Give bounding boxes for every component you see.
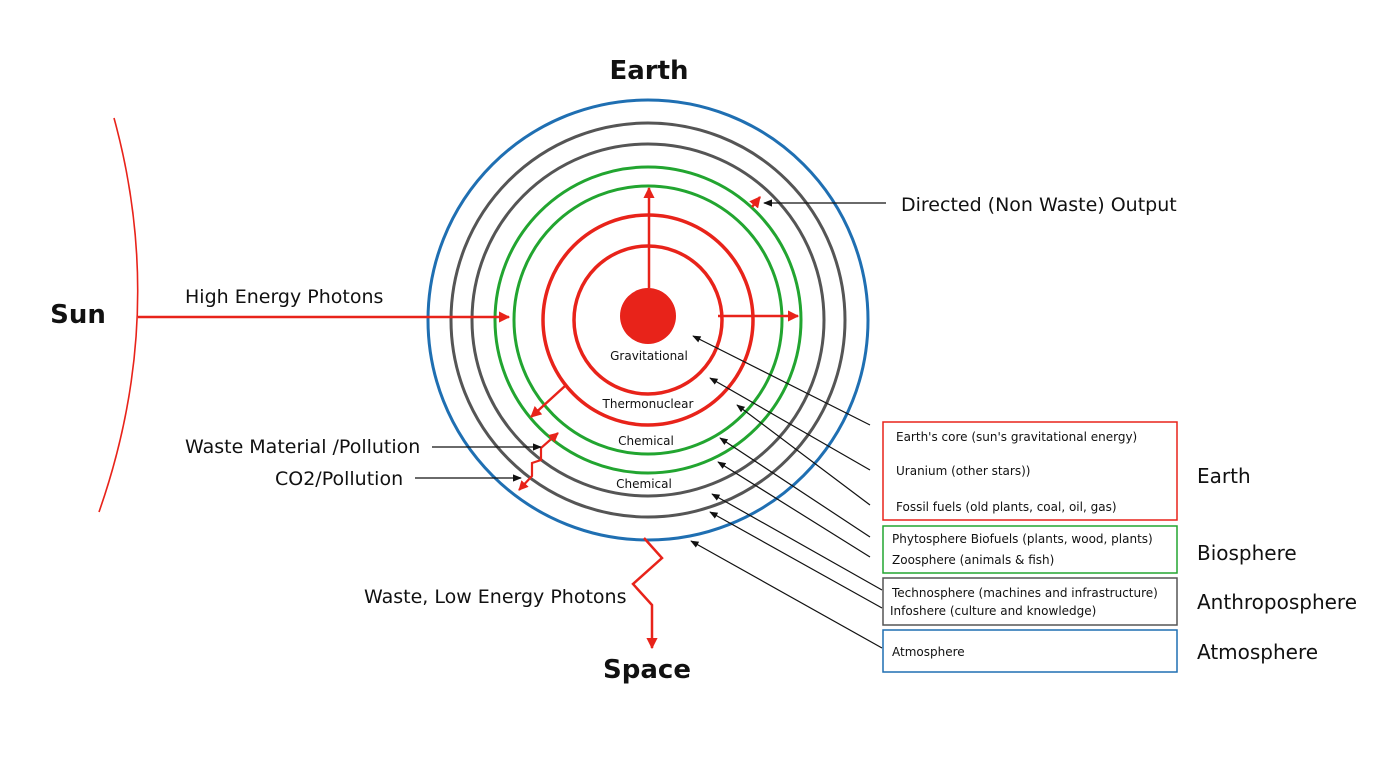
legend-technosphere: Technosphere (machines and infrastructur… <box>891 586 1158 600</box>
category-earth: Earth <box>1197 464 1251 488</box>
fossil-waste-arrow <box>530 385 566 418</box>
ring-phytosphere <box>512 184 784 456</box>
category-atmosphere: Atmosphere <box>1197 640 1318 664</box>
ring-label-gravitational: Gravitational <box>610 349 688 363</box>
sun-arc <box>98 117 139 513</box>
legend-infosphere: Infoshere (culture and knowledge) <box>890 604 1096 618</box>
pollution-zigzag-arrow <box>518 432 559 491</box>
directed-output-red-arrow <box>749 196 761 209</box>
ring-zoosphere <box>493 165 803 475</box>
legend-box-anthroposphere <box>882 577 1178 626</box>
incoming-photons-label: High Energy Photons <box>185 286 383 308</box>
legend-uranium: Uranium (other stars)) <box>896 464 1030 478</box>
pointer-uranium <box>709 377 871 471</box>
title-space: Space <box>603 655 691 685</box>
pointer-infosphere <box>709 511 883 609</box>
ring-label-chemical-1: Chemical <box>618 434 674 448</box>
sun-label: Sun <box>50 300 106 330</box>
legend-earth-core: Earth's core (sun's gravitational energy… <box>896 430 1137 444</box>
pointer-fossil <box>736 404 871 506</box>
waste-photons-arrow <box>631 537 664 650</box>
pointer-phytosphere <box>719 437 871 538</box>
ring-label-thermonuclear: Thermonuclear <box>602 397 694 411</box>
waste-material-label: Waste Material /Pollution <box>185 436 420 458</box>
legend-box-earth <box>882 421 1178 521</box>
ring-label-chemical-2: Chemical <box>616 477 672 491</box>
pointer-zoosphere <box>717 461 871 558</box>
ring-technosphere <box>470 142 826 498</box>
legend-box-biosphere <box>882 525 1178 574</box>
waste-photons-label: Waste, Low Energy Photons <box>364 586 626 608</box>
legend-fossil: Fossil fuels (old plants, coal, oil, gas… <box>896 500 1117 514</box>
directed-output-label: Directed (Non Waste) Output <box>901 194 1177 216</box>
pointer-technosphere <box>711 493 883 591</box>
pointer-atmosphere <box>690 540 883 649</box>
title-earth: Earth <box>609 56 688 86</box>
ring-infosphere <box>449 121 847 519</box>
pointer-core <box>692 335 871 426</box>
co2-label: CO2/Pollution <box>275 468 403 490</box>
legend-atmosphere: Atmosphere <box>892 645 965 659</box>
category-biosphere: Biosphere <box>1197 541 1297 565</box>
earth-core <box>620 288 676 344</box>
legend-zoosphere: Zoosphere (animals & fish) <box>892 553 1054 567</box>
legend-box-atmosphere <box>882 629 1178 673</box>
category-anthroposphere: Anthroposphere <box>1197 590 1357 614</box>
ring-atmosphere <box>426 98 870 542</box>
legend-phytosphere: Phytosphere Biofuels (plants, wood, plan… <box>892 532 1153 546</box>
